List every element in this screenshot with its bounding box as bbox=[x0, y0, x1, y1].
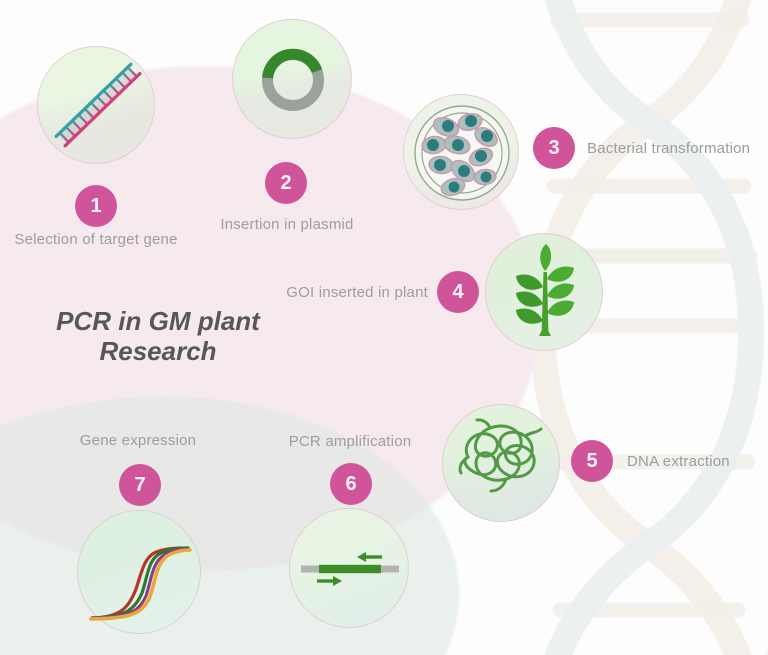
primer-arrows-bar-icon bbox=[301, 552, 399, 586]
amplification-curves-icon bbox=[89, 546, 192, 621]
step6-number-badge: 6 bbox=[330, 463, 372, 505]
step4-number: 4 bbox=[452, 280, 464, 303]
step6-circle bbox=[289, 508, 409, 628]
step3-number: 3 bbox=[548, 136, 560, 159]
step6-label: PCR amplification bbox=[288, 433, 412, 450]
page-title: PCR in GM plant Research bbox=[28, 306, 288, 366]
petri-dish-bacteria-icon bbox=[414, 105, 510, 201]
step5-number: 5 bbox=[586, 449, 598, 472]
step3-number-badge: 3 bbox=[533, 127, 575, 169]
step1-label: Selection of target gene bbox=[14, 231, 178, 248]
step7-label: Gene expression bbox=[79, 432, 197, 449]
step1-number: 1 bbox=[90, 194, 102, 217]
step1-circle bbox=[37, 46, 155, 164]
plasmid-ring-icon bbox=[262, 48, 324, 111]
dna-ladder-icon bbox=[54, 62, 142, 148]
step3-circle bbox=[403, 94, 519, 210]
step7-number-badge: 7 bbox=[119, 464, 161, 506]
step5-label: DNA extraction bbox=[627, 453, 730, 470]
step7-number: 7 bbox=[134, 473, 146, 496]
step4-label: GOI inserted in plant bbox=[286, 284, 428, 301]
step2-number: 2 bbox=[280, 171, 292, 194]
step1-number-badge: 1 bbox=[75, 185, 117, 227]
step3-label: Bacterial transformation bbox=[587, 140, 751, 157]
step6-number: 6 bbox=[345, 472, 357, 495]
step4-circle bbox=[485, 233, 603, 351]
plant-sapling-icon bbox=[516, 244, 574, 336]
step2-label: Insertion in plasmid bbox=[220, 216, 354, 233]
step2-number-badge: 2 bbox=[265, 162, 307, 204]
dna-tangle-icon bbox=[458, 418, 543, 493]
step4-number-badge: 4 bbox=[437, 271, 479, 313]
step5-number-badge: 5 bbox=[571, 440, 613, 482]
step5-circle bbox=[442, 404, 560, 522]
title-line-2: Research bbox=[99, 336, 217, 366]
step7-circle bbox=[77, 510, 201, 634]
step2-circle bbox=[232, 19, 352, 139]
title-line-1: PCR in GM plant bbox=[56, 306, 260, 336]
